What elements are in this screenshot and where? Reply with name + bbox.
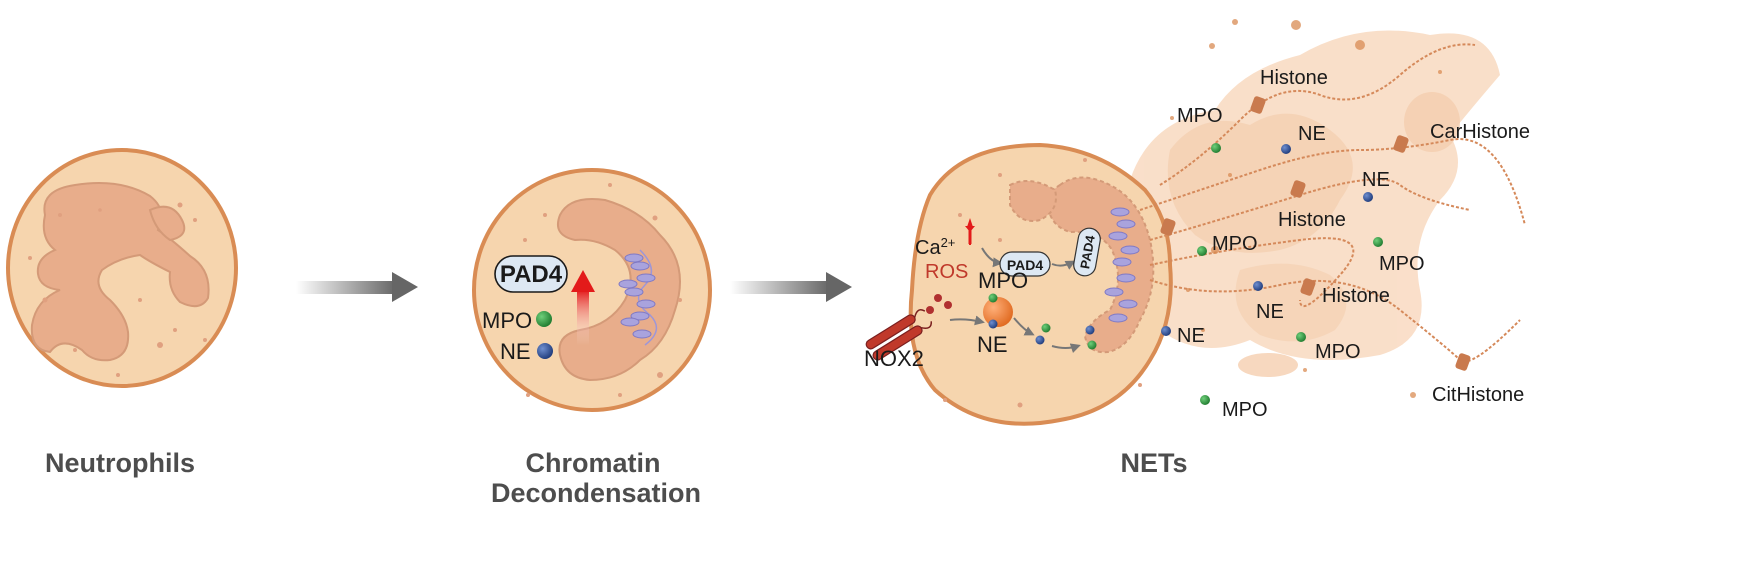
debris [1170,19,1442,398]
ne-label: NE [500,339,531,364]
multilobed-nucleus [30,182,210,362]
ne-granule [537,343,553,359]
histone-label-2: Histone [1278,209,1346,231]
svg-text:PAD4: PAD4 [1077,233,1098,270]
transition-arrow-1 [296,272,418,302]
netosis-cell: Ca2+ PAD4 PAD4 ROS MPO NE [864,142,1173,426]
pad4-label: PAD4 [1007,257,1044,273]
transition-arrow-2 [730,272,852,302]
cithistone-label: CitHistone [1432,384,1524,406]
net-granules [1161,143,1383,405]
pad4-badge: PAD4 [494,255,568,293]
pad4-label: PAD4 [500,261,563,288]
decondensing-cell: PAD4 MPO NE [472,168,712,412]
ros-label: ROS [925,261,968,283]
histone-label-3: Histone [1322,285,1390,307]
pad4-badge: PAD4 [999,251,1051,277]
mpo-label: MPO [978,268,1028,293]
mpo-granule [536,311,552,327]
ne-label-3: NE [1256,301,1284,323]
nox2-channel [865,309,933,361]
mpo-label-4: MPO [1315,341,1361,363]
net-cloud [1130,30,1500,377]
upregulation-arrow [577,290,589,345]
granule [983,297,1013,327]
mpo-label-1: MPO [1177,105,1223,127]
ne-label-4: NE [1177,325,1205,347]
calcium-label: Ca2+ [915,235,955,260]
mpo-label-5: MPO [1222,399,1268,421]
ros-molecules [926,294,952,314]
pad4-bound-badge: PAD4 [1073,227,1101,277]
ne-label-1: NE [1298,123,1326,145]
mpo-label-3: MPO [1379,253,1425,275]
ne-label-2: NE [1362,169,1390,191]
stage-title-neutrophils: Neutrophils [45,448,195,478]
histone-nodes [1160,96,1471,371]
stage-title-decondensation: Decondensation [491,478,701,508]
mpo-label: MPO [482,308,532,333]
neutrophil-cell [6,148,238,388]
mpo-label-2: MPO [1212,233,1258,255]
nox2-label: NOX2 [864,346,924,371]
stage-title-nets: NETs [1120,448,1187,478]
ne-label: NE [977,332,1008,357]
granules [28,202,207,377]
carhistone-label: CarHistone [1430,121,1530,143]
histone-coil [637,249,658,346]
stage-title-chromatin: Chromatin [526,448,661,478]
histone-label-1: Histone [1260,67,1328,89]
